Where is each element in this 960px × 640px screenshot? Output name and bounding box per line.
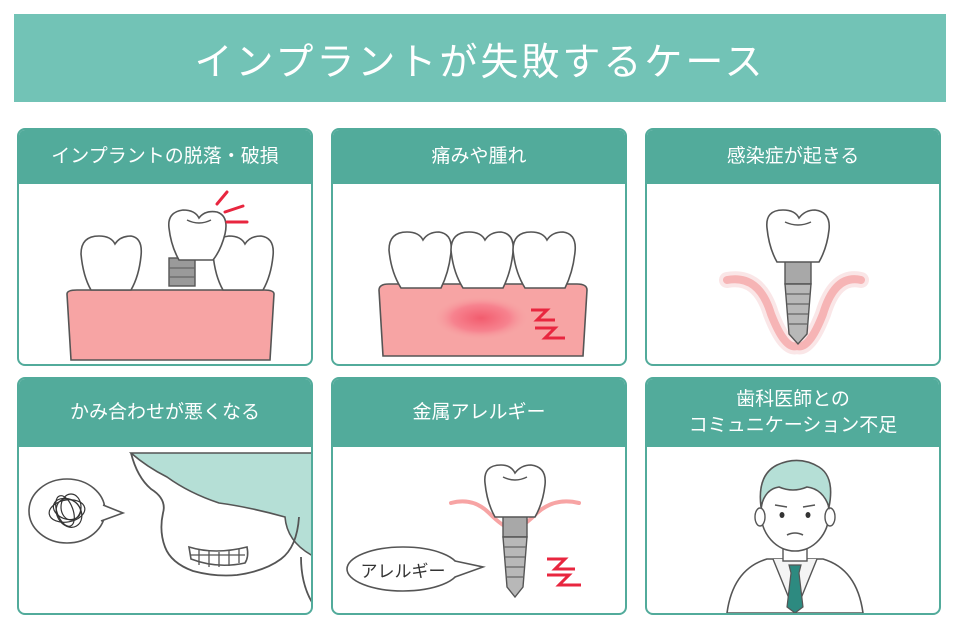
card-illustration	[19, 184, 311, 364]
page-title: インプラントが失敗するケース	[194, 39, 766, 84]
card-illustration	[333, 184, 625, 364]
hair	[128, 452, 311, 556]
speech-bubble-text: アレルギー	[360, 562, 446, 582]
tooth	[512, 231, 577, 289]
card-illustration	[647, 447, 939, 613]
card-header: 歯科医師との コミュニケーション不足	[647, 379, 939, 447]
card-title-line2: コミュニケーション不足	[688, 414, 898, 436]
card-communication-lack: 歯科医師との コミュニケーション不足	[645, 377, 941, 615]
title-banner: インプラントが失敗するケース	[14, 14, 946, 102]
card-title: 金属アレルギー	[412, 401, 546, 424]
speech-bubble-thought	[28, 478, 126, 544]
card-pain-swelling: 痛みや腫れ	[331, 128, 627, 366]
implant-crown	[167, 209, 227, 261]
hair	[759, 459, 832, 511]
face-profile	[130, 452, 300, 577]
implant-abutment	[502, 514, 528, 538]
dentist-illustration	[726, 459, 864, 613]
card-title-line1: 歯科医師との	[736, 388, 850, 411]
tooth-right	[212, 235, 275, 291]
card-title: 感染症が起きる	[726, 145, 860, 168]
pain-zigzag-icon	[547, 557, 581, 587]
allergy-illustration	[346, 464, 581, 599]
inflammation	[433, 296, 529, 340]
card-infection: 感染症が起きる	[645, 128, 941, 366]
card-title: 痛みや腫れ	[431, 145, 527, 168]
implant-crown	[766, 209, 831, 263]
alert-lines	[215, 190, 249, 224]
pain-zigzag-icon	[531, 308, 565, 340]
tie	[786, 564, 804, 613]
card-bite-misalignment: かみ合わせが悪くなる	[17, 377, 313, 615]
gum	[66, 289, 275, 361]
card-title: かみ合わせが悪くなる	[69, 401, 260, 424]
pain-swelling-illustration	[378, 231, 588, 357]
tooth	[388, 231, 453, 289]
infection-illustration	[719, 209, 869, 355]
implant-crown	[484, 464, 547, 518]
card-implant-loss: インプラントの脱落・破損	[17, 128, 313, 366]
card-title: インプラントの脱落・破損	[51, 145, 279, 168]
card-header: 痛みや腫れ	[333, 130, 625, 184]
card-header: 金属アレルギー	[333, 379, 625, 447]
card-header: かみ合わせが悪くなる	[19, 379, 311, 447]
card-illustration	[647, 184, 939, 364]
card-illustration	[19, 447, 311, 613]
tooth-left	[80, 235, 143, 291]
speech-bubble	[346, 546, 486, 592]
bite-illustration	[28, 452, 311, 603]
card-metal-allergy: 金属アレルギー アレルギー	[331, 377, 627, 615]
implant-abutment	[784, 259, 812, 285]
implant-abutment	[168, 257, 196, 287]
implant-loss-illustration	[66, 190, 275, 361]
inflamed-gum	[723, 275, 865, 351]
tangle-icon	[48, 493, 86, 528]
clenched-teeth	[187, 545, 249, 567]
card-header: インプラントの脱落・破損	[19, 130, 311, 184]
tooth	[450, 231, 515, 289]
card-header: 感染症が起きる	[647, 130, 939, 184]
card-illustration: アレルギー	[333, 447, 625, 613]
